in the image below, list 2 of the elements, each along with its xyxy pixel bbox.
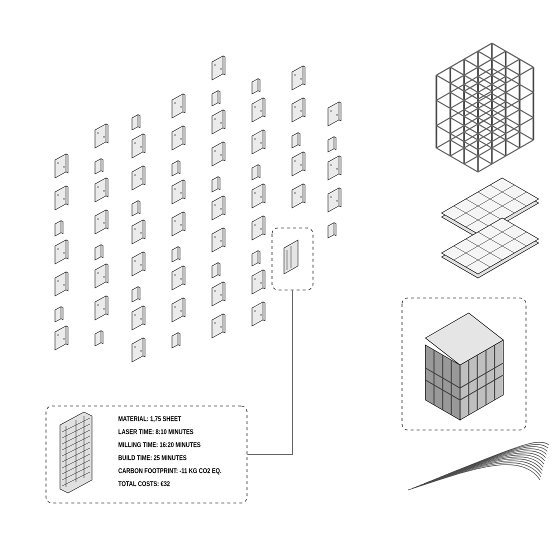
leader-line <box>246 290 293 455</box>
highlight-frame <box>272 228 314 290</box>
